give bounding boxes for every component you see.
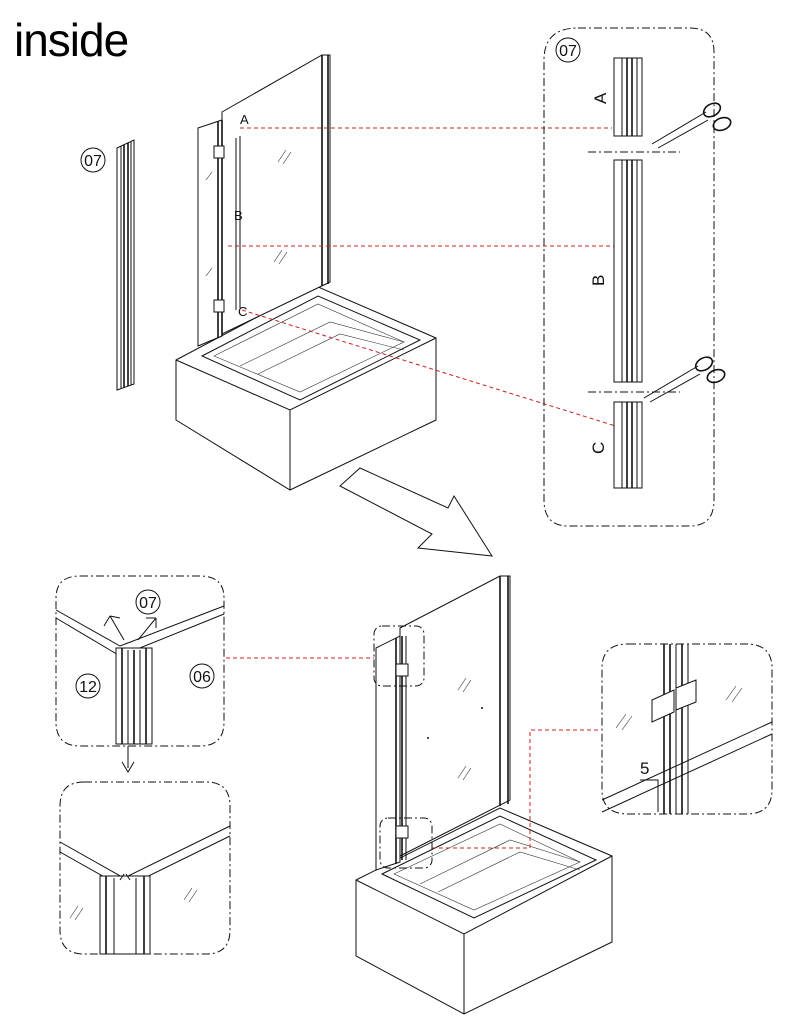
panel-b-label: B [589,275,608,286]
segment-a-label: A [240,112,249,127]
part-07-label: 07 [84,153,102,170]
panel-a-label: A [591,92,610,104]
page-title: inside [14,14,128,66]
hinge-detail-panel: 5 [601,643,773,815]
bath-bottom [355,807,613,1015]
arrow-icon [339,467,493,557]
cutting-detail-panel: 07 A B C [543,27,732,527]
part-07-detail-label: 07 [139,595,157,612]
bath-top [175,285,437,491]
guide-lines-top [228,127,623,429]
guide-lines-bottom [226,657,600,849]
scissors-icon [651,102,732,149]
corner-result-panel [59,781,231,955]
arrow-icon [121,746,135,773]
panel-c-label: C [589,442,608,454]
scissors-icon [643,356,726,403]
glass-screen-top: A B C [197,54,331,347]
step-5-label: 5 [640,759,649,778]
part-07-panel-label: 07 [559,43,577,60]
glass-screen-bottom [373,575,511,871]
part-12-label: 12 [79,679,97,696]
profile-07-loose: 07 [80,139,135,391]
corner-detail-panel: 07 12 06 [55,575,225,747]
part-06-label: 06 [193,669,211,686]
segment-c-label: C [238,304,247,319]
segment-b-label: B [234,208,243,223]
